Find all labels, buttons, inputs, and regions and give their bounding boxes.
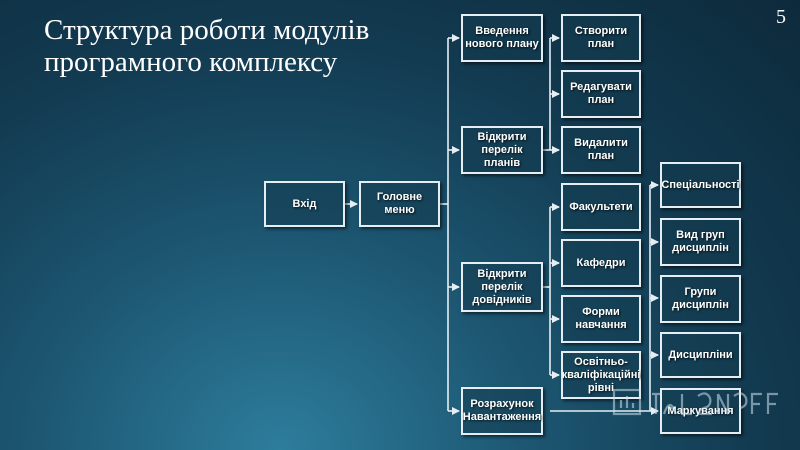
- node-new-plan: Введення нового плану: [461, 14, 543, 62]
- page-number: 5: [776, 6, 786, 28]
- slide-title: Структура роботи модулів програмного ком…: [44, 14, 370, 78]
- node-entry: Вхід: [264, 181, 345, 227]
- node-disciplines: Дисципліни: [660, 332, 741, 378]
- node-edu-levels: Освітньо- кваліфікаційні рівні: [561, 351, 641, 399]
- node-main-menu: Головне меню: [359, 181, 440, 227]
- node-create-plan: Створити план: [561, 14, 641, 62]
- node-faculties: Факультети: [561, 183, 641, 231]
- node-edit-plan: Редагувати план: [561, 70, 641, 118]
- watermark-logo: [612, 388, 778, 416]
- node-study-forms: Форми навчання: [561, 295, 641, 343]
- node-specialties: Спеціальності: [660, 162, 741, 208]
- node-calc-load: Розрахунок Навантаження: [461, 387, 543, 435]
- node-open-plans: Відкрити перелік планів: [461, 126, 543, 174]
- node-discipline-groups: Групи дисциплін: [660, 275, 741, 323]
- node-delete-plan: Видалити план: [561, 126, 641, 174]
- node-open-directories: Відкрити перелік довідників: [461, 262, 543, 312]
- node-discipline-group-types: Вид груп дисциплін: [660, 218, 741, 266]
- node-departments: Кафедри: [561, 239, 641, 287]
